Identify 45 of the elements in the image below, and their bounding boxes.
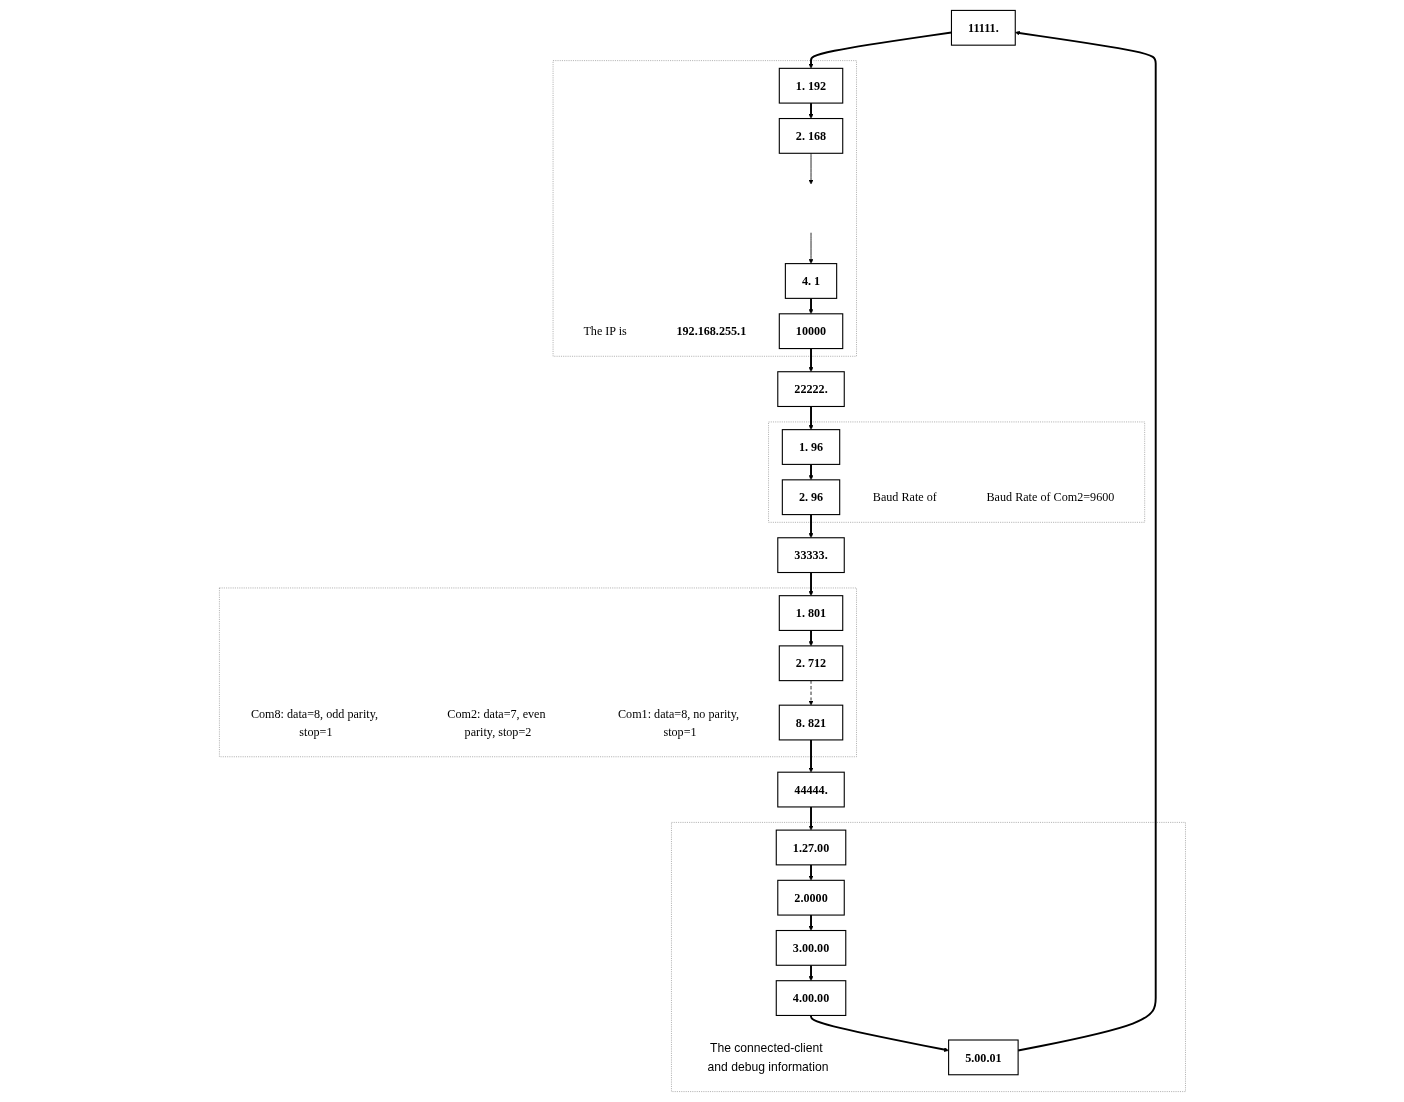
node-text: The connected-client and debug information	[707, 1041, 828, 1074]
cluster	[552, 60, 857, 357]
node-box: 1.27.00	[775, 829, 846, 866]
arrow	[808, 102, 813, 119]
node-box: 1. 96	[781, 429, 840, 465]
node-box: 2. 712	[778, 645, 843, 682]
node-box: 22222.	[776, 371, 845, 408]
node-box: 4.00.00	[775, 980, 846, 1016]
cluster	[218, 587, 857, 758]
arrow	[808, 964, 813, 981]
arrow	[808, 738, 813, 773]
arrow	[808, 863, 813, 881]
node-box: 5.00.01	[947, 1039, 1019, 1076]
node-box: 33333.	[776, 537, 845, 574]
cluster	[670, 822, 1186, 1092]
node-text: Com2: data=7, even parity, stop=2	[446, 706, 546, 739]
arrow	[808, 806, 813, 831]
arrow	[808, 405, 813, 430]
arrow	[1014, 30, 1157, 1052]
node-box: 2. 168	[778, 118, 843, 154]
node-text: 192.168.255.1	[675, 324, 746, 339]
arrow	[808, 629, 813, 647]
node-box: 10000	[778, 313, 843, 350]
arrow	[808, 571, 813, 596]
node-box: 11111.	[950, 9, 1016, 46]
node-box: 1. 801	[778, 595, 843, 631]
node-box: 4. 1	[784, 263, 837, 299]
node-text: Com8: data=8, odd parity, stop=1	[250, 706, 378, 739]
arrow	[808, 513, 813, 538]
node-box: 44444.	[776, 771, 845, 808]
arrow	[808, 463, 813, 481]
node-box: 2. 96	[781, 479, 840, 516]
node-text: Com1: data=8, no parity, stop=1	[617, 706, 739, 739]
arrow	[808, 347, 813, 372]
node-box: 8. 821	[778, 704, 843, 741]
node-box: 1. 192	[778, 67, 843, 104]
node-box: 2.0000	[776, 879, 845, 916]
cluster	[767, 421, 1145, 523]
node-box: 3.00.00	[775, 929, 846, 966]
node-text: Baud Rate of	[872, 490, 937, 505]
arrow	[809, 1014, 949, 1052]
arrow	[808, 31, 952, 69]
node-text: The IP is	[582, 324, 627, 339]
node-text: Baud Rate of Com2=9600	[986, 490, 1114, 505]
arrow	[808, 297, 813, 315]
